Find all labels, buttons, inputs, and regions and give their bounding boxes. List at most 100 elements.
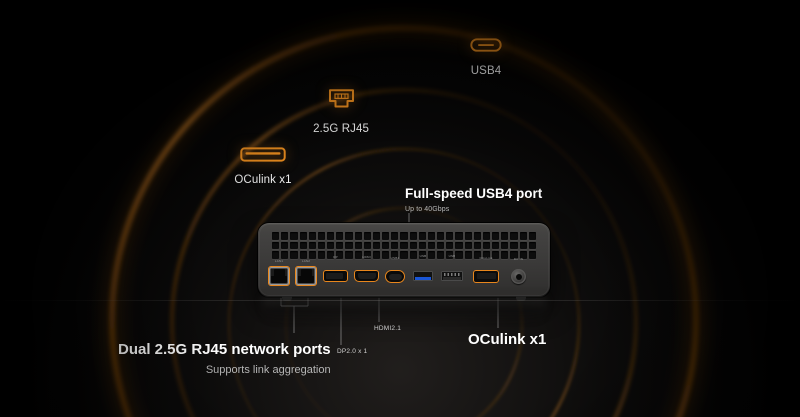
- vent-hole: [345, 251, 353, 259]
- vent-hole: [336, 232, 344, 240]
- badge-label-oculink: OCulink x1: [234, 174, 292, 186]
- vent-hole: [409, 232, 417, 240]
- usb-a-port-1: USB: [413, 254, 433, 281]
- vent-hole: [510, 241, 518, 250]
- power-jack: DC IN: [511, 257, 526, 284]
- vent-hole: [400, 251, 408, 259]
- port-silkscreen-label: DP: [333, 255, 338, 259]
- vent-hole: [281, 241, 289, 250]
- usb-c-icon: [470, 38, 502, 52]
- vent-hole: [437, 232, 445, 240]
- vent-hole: [308, 241, 316, 250]
- vent-hole: [418, 241, 426, 250]
- vent-hole: [345, 232, 353, 240]
- vent-hole: [437, 241, 445, 250]
- port-silkscreen-label: DC IN: [513, 257, 524, 261]
- usb-c-connector: [385, 269, 405, 283]
- vent-hole: [336, 241, 344, 250]
- vent-hole: [391, 241, 399, 250]
- rj45-port-1: LAN1: [268, 259, 290, 286]
- vent-hole: [455, 232, 463, 240]
- label-dp: DP2.0 x 1: [337, 348, 368, 355]
- vent-hole: [501, 251, 509, 259]
- vent-hole: [446, 232, 454, 240]
- vent-hole: [354, 241, 362, 250]
- vent-hole: [501, 232, 509, 240]
- vent-hole: [455, 251, 463, 259]
- vent-hole: [372, 232, 381, 240]
- vent-hole: [363, 241, 371, 250]
- vent-hole: [446, 241, 454, 250]
- power-jack-connector: [511, 269, 526, 284]
- vent-hole: [409, 251, 417, 259]
- usb-tongue: [415, 276, 431, 280]
- vent-hole: [400, 241, 408, 250]
- vent-hole: [290, 241, 298, 250]
- vent-hole: [409, 241, 417, 250]
- vent-hole: [519, 241, 527, 250]
- vent-hole: [272, 232, 280, 240]
- vent-hole: [290, 251, 298, 259]
- vent-hole: [427, 251, 436, 259]
- rj45-connector: [295, 266, 317, 286]
- vent-hole: [281, 251, 289, 259]
- vent-hole: [482, 241, 491, 250]
- callout-rj45-title: Dual 2.5G RJ45 network ports: [118, 341, 331, 358]
- oculink-connector: [473, 269, 499, 283]
- callout-oculink: OCulink x1: [468, 331, 546, 348]
- vent-hole: [317, 241, 326, 250]
- vent-hole: [382, 241, 390, 250]
- vent-hole: [382, 232, 390, 240]
- vent-hole: [427, 232, 436, 240]
- vent-hole: [455, 241, 463, 250]
- rj45-connector: [268, 266, 290, 286]
- vent-hole: [327, 232, 335, 240]
- badge-oculink: OCulink x1: [218, 146, 308, 188]
- vent-hole: [473, 232, 481, 240]
- vent-hole: [427, 241, 436, 250]
- callout-usb4: Full-speed USB4 port Up to 40Gbps: [405, 186, 542, 213]
- hdmi-connector: [354, 270, 379, 282]
- vent-hole: [437, 251, 445, 259]
- port-silkscreen-label: LAN1: [274, 259, 284, 263]
- vent-hole: [354, 251, 362, 259]
- chassis-foot-left: [282, 296, 292, 301]
- rj45-port-2: LAN2: [295, 259, 317, 286]
- port-silkscreen-label: USB4: [390, 255, 400, 260]
- usb-a-port-2: USB: [441, 254, 463, 281]
- port-silkscreen-label: USB: [448, 254, 456, 258]
- vent-hole: [372, 251, 381, 259]
- vent-hole: [299, 251, 307, 259]
- vent-hole: [464, 241, 472, 250]
- vent-hole: [382, 251, 390, 259]
- rj45-icon: [328, 89, 354, 108]
- vent-hole: [272, 241, 280, 250]
- vent-hole: [464, 251, 472, 259]
- usb-tongue: [443, 276, 461, 280]
- vent-hole: [528, 241, 536, 250]
- vent-hole: [327, 241, 335, 250]
- vent-hole: [418, 232, 426, 240]
- vent-hole: [400, 232, 408, 240]
- vent-hole: [519, 232, 527, 240]
- displayport-connector: [323, 270, 348, 282]
- vent-hole: [290, 232, 298, 240]
- vent-hole: [492, 241, 500, 250]
- vent-hole: [464, 232, 472, 240]
- callout-rj45-sub: Supports link aggregation: [205, 364, 331, 376]
- oculink-icon: [240, 147, 286, 162]
- callout-oculink-title: OCulink x1: [468, 331, 547, 348]
- badge-label-rj45: 2.5G RJ45: [313, 123, 369, 135]
- vent-hole: [510, 232, 518, 240]
- vent-hole: [482, 232, 491, 240]
- chassis-foot-right: [516, 296, 526, 301]
- device-reflection: [262, 297, 546, 323]
- vent-hole: [345, 241, 353, 250]
- callout-usb4-sub: Up to 40Gbps: [405, 206, 450, 213]
- vent-hole: [391, 232, 399, 240]
- badge-usb4: USB4: [455, 36, 517, 79]
- port-silkscreen-label: OCuLink: [479, 255, 493, 260]
